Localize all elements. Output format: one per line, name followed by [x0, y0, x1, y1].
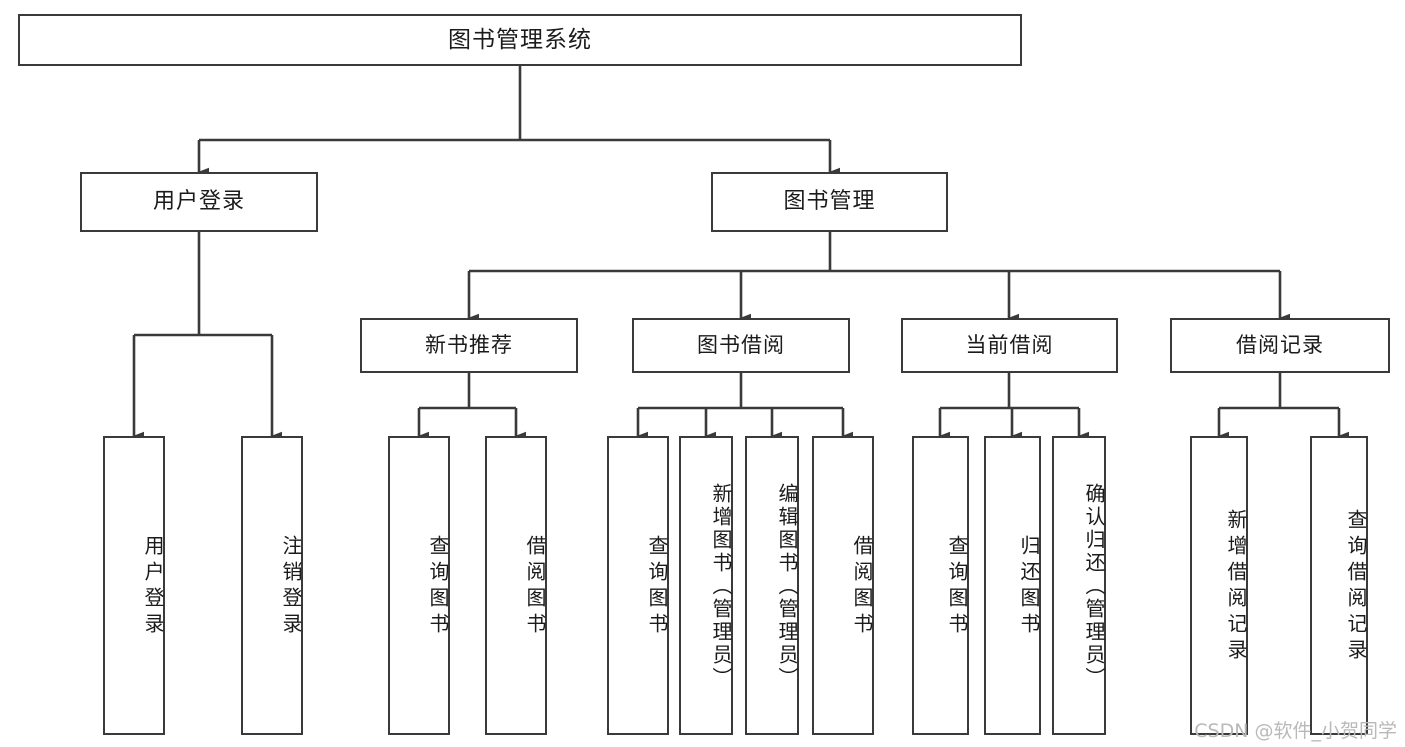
node-leaf-add-book-admin[interactable]: 新增图书（管理员） — [679, 436, 733, 735]
node-label: 当前借阅 — [965, 333, 1054, 358]
node-label: 查询图书 — [426, 534, 450, 639]
node-new-book-rec[interactable]: 新书推荐 — [360, 318, 578, 373]
node-label: 归还图书 — [1017, 534, 1041, 639]
node-label: 注销登录 — [279, 534, 303, 639]
node-book-borrow[interactable]: 图书借阅 — [632, 318, 850, 373]
node-leaf-query-book-rec[interactable]: 查询图书 — [388, 436, 450, 735]
node-leaf-confirm-return-admin[interactable]: 确认归还（管理员） — [1052, 436, 1106, 735]
node-label: 编辑图书（管理员） — [775, 483, 799, 690]
node-current-borrow[interactable]: 当前借阅 — [901, 318, 1118, 373]
node-label: 查询图书 — [645, 534, 669, 639]
node-label: 新书推荐 — [425, 333, 513, 358]
node-leaf-borrow-book-rec[interactable]: 借阅图书 — [485, 436, 547, 735]
node-label: 借阅图书 — [850, 534, 874, 639]
node-leaf-user-login[interactable]: 用户登录 — [103, 436, 165, 735]
node-leaf-borrow-book[interactable]: 借阅图书 — [812, 436, 874, 735]
node-leaf-add-borrow-record[interactable]: 新增借阅记录 — [1190, 436, 1248, 735]
node-leaf-query-book-current[interactable]: 查询图书 — [912, 436, 969, 735]
watermark: CSDN @软件_小贺同学 — [1194, 720, 1397, 742]
node-label: 查询图书 — [945, 534, 969, 639]
node-leaf-edit-book-admin[interactable]: 编辑图书（管理员） — [745, 436, 799, 735]
node-label: 图书借阅 — [697, 333, 785, 358]
node-leaf-query-book-borrow[interactable]: 查询图书 — [607, 436, 669, 735]
node-user-login[interactable]: 用户登录 — [80, 172, 318, 232]
node-label: 新增图书（管理员） — [709, 483, 733, 690]
node-leaf-return-book[interactable]: 归还图书 — [984, 436, 1041, 735]
node-root[interactable]: 图书管理系统 — [18, 14, 1022, 66]
node-book-manage[interactable]: 图书管理 — [711, 172, 948, 232]
node-label: 新增借阅记录 — [1224, 508, 1248, 665]
node-label: 用户登录 — [152, 189, 245, 215]
node-label: 查询借阅记录 — [1344, 508, 1368, 665]
node-borrow-record[interactable]: 借阅记录 — [1170, 318, 1390, 373]
node-leaf-query-borrow-record[interactable]: 查询借阅记录 — [1310, 436, 1368, 735]
node-label: 借阅记录 — [1236, 333, 1324, 358]
node-label: 确认归还（管理员） — [1082, 483, 1106, 690]
node-label: 图书管理系统 — [448, 26, 592, 53]
node-label: 用户登录 — [141, 534, 165, 639]
node-leaf-user-logout[interactable]: 注销登录 — [241, 436, 303, 735]
node-label: 借阅图书 — [523, 534, 547, 639]
node-label: 图书管理 — [783, 189, 876, 215]
